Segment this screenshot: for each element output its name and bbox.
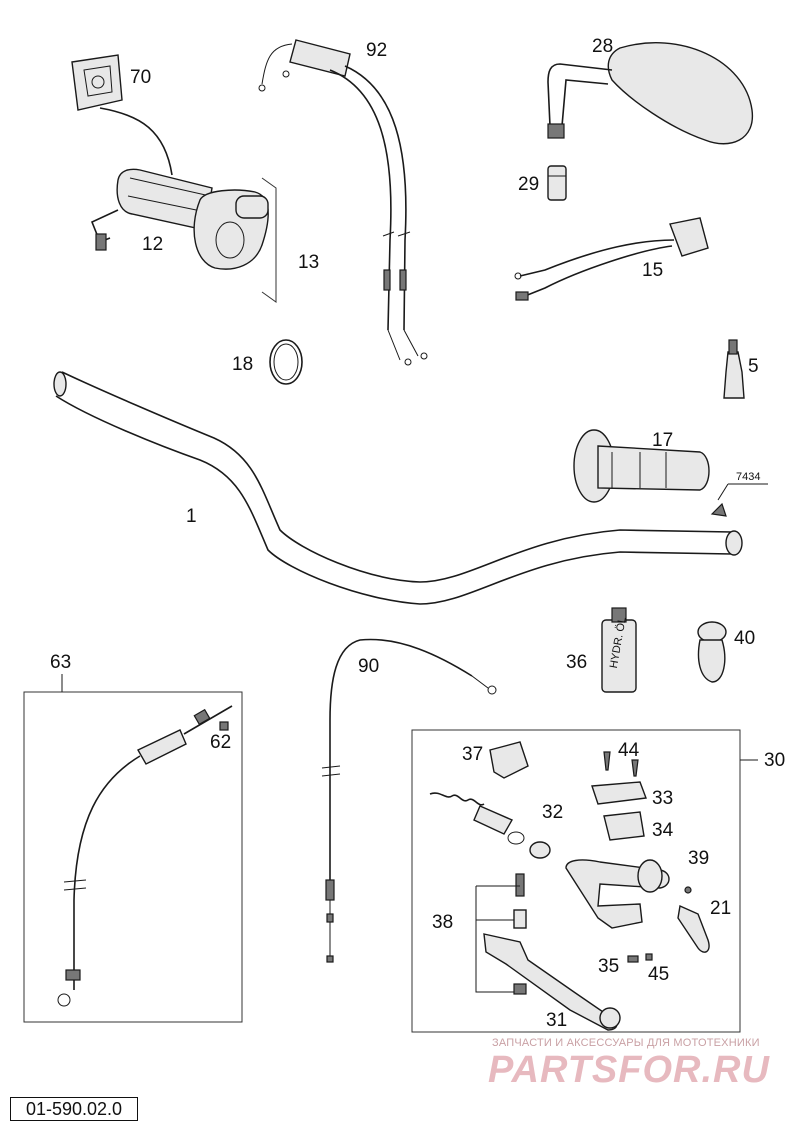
callout-7434: 7434	[736, 471, 760, 483]
part-90-clutch-cable	[321, 638, 497, 963]
callout-21: 21	[710, 898, 731, 919]
part-32-piston-kit	[429, 792, 551, 859]
callout-12: 12	[142, 234, 163, 255]
callout-70: 70	[130, 67, 151, 88]
part-44-screw	[603, 751, 639, 777]
callout-38: 38	[432, 912, 453, 933]
callout-63: 63	[50, 652, 71, 673]
part-13-throttle-housing	[193, 177, 277, 303]
part-15-kill-switch	[514, 217, 709, 301]
callout-5: 5	[748, 356, 759, 377]
callout-39: 39	[688, 848, 709, 869]
part-39-master-cylinder	[565, 859, 670, 929]
part-28-mirror	[547, 42, 754, 145]
part-5-bottle	[723, 339, 745, 399]
part-12-throttle-grip	[90, 168, 213, 251]
box-30	[411, 729, 741, 1033]
box-63	[23, 691, 243, 1023]
callout-1: 1	[186, 506, 197, 527]
callout-29: 29	[518, 174, 539, 195]
part-35-45-screws	[627, 953, 653, 963]
part-29-adapter	[547, 165, 567, 201]
part-40-clamp	[697, 621, 727, 683]
callout-15: 15	[642, 260, 663, 281]
callout-32: 32	[542, 802, 563, 823]
callout-62: 62	[210, 732, 231, 753]
callout-92: 92	[366, 40, 387, 61]
part-36-hydraulic-oil: HYDR. ÖL	[601, 607, 637, 693]
part-92-throttle-cables	[258, 39, 428, 366]
callout-33: 33	[652, 788, 673, 809]
callout-31: 31	[546, 1010, 567, 1031]
part-21-pin-lever	[677, 886, 710, 953]
part-63-choke-cable	[57, 705, 233, 1007]
part-31-clutch-lever	[483, 933, 621, 1031]
part-37-bracket	[489, 741, 529, 779]
callout-40: 40	[734, 628, 755, 649]
callout-36: 36	[566, 652, 587, 673]
watermark-tagline: ЗАПЧАСТИ И АКСЕССУАРЫ ДЛЯ МОТОТЕХНИКИ	[492, 1037, 760, 1049]
part-38-pivot	[475, 873, 527, 995]
part-1-handlebar	[53, 371, 743, 605]
callout-30: 30	[764, 750, 785, 771]
callout-45: 45	[648, 964, 669, 985]
watermark-brand: PARTSFOR.RU	[488, 1049, 770, 1091]
callout-17: 17	[652, 430, 673, 451]
callout-37: 37	[462, 744, 483, 765]
callout-90: 90	[358, 656, 379, 677]
part-18-clamp	[269, 339, 303, 385]
part-7434-plug	[710, 483, 768, 517]
callout-13: 13	[298, 252, 319, 273]
part-70-switch	[71, 54, 173, 176]
callout-44: 44	[618, 740, 640, 761]
part-33-cover	[591, 781, 647, 805]
callout-18: 18	[232, 354, 253, 375]
callout-35: 35	[598, 956, 619, 977]
callout-28: 28	[592, 36, 613, 57]
part-17-left-grip	[573, 429, 710, 503]
drawing-number: 01-590.02.0	[10, 1097, 138, 1121]
part-34-diaphragm	[603, 811, 645, 841]
callout-34: 34	[652, 820, 674, 841]
